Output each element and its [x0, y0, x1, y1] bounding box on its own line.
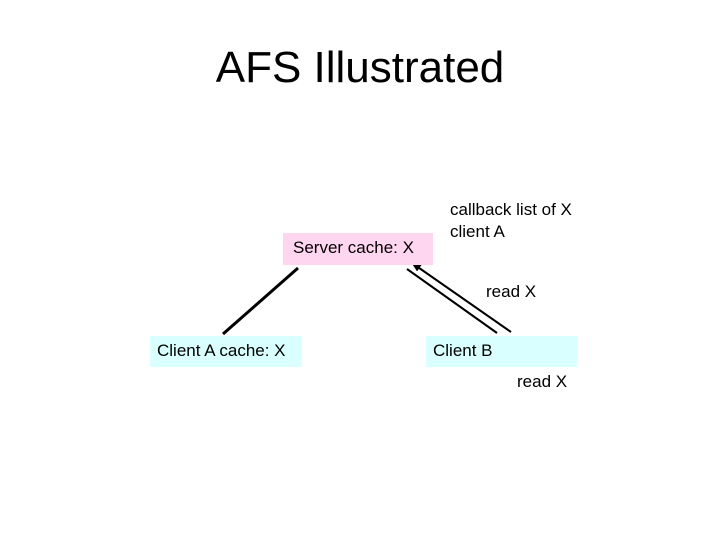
slide-title: AFS Illustrated [215, 43, 505, 92]
callback-list-entry: client A [450, 222, 505, 241]
server-to-client-b-arrow [406, 268, 498, 334]
client-b-to-server-arrow [411, 262, 512, 333]
client-b-read-label: read X [517, 372, 568, 391]
client-a-server-link [222, 266, 299, 336]
client-b-box: Client B [426, 336, 577, 367]
read-request-label: read X [486, 282, 537, 301]
server-cache-box: Server cache: X [283, 233, 433, 265]
callback-list-title: callback list of X [450, 200, 572, 219]
client-a-cache-box: Client A cache: X [150, 336, 302, 367]
